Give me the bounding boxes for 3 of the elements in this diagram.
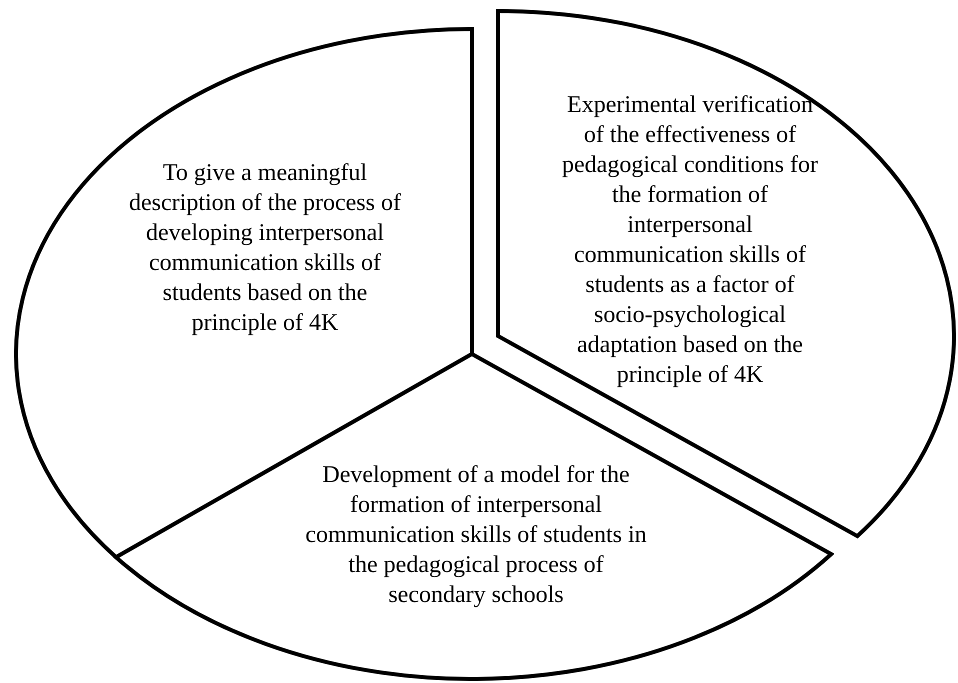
slice-text: To give a meaningful description of the process of developing interpersonal communication skills of students based on the principle of 4K — [128, 159, 402, 338]
slice-text: Experimental verification of the effectiveness of pedagogical conditions for the formation of interpersonal communication skills of students as a factor of socio-psychological adaptation based on the principle of 4K — [561, 91, 819, 390]
slice-text: Development of a model for the formation of interpersonal communication skills of students in the pedagogical process of secondary schools — [304, 461, 648, 610]
